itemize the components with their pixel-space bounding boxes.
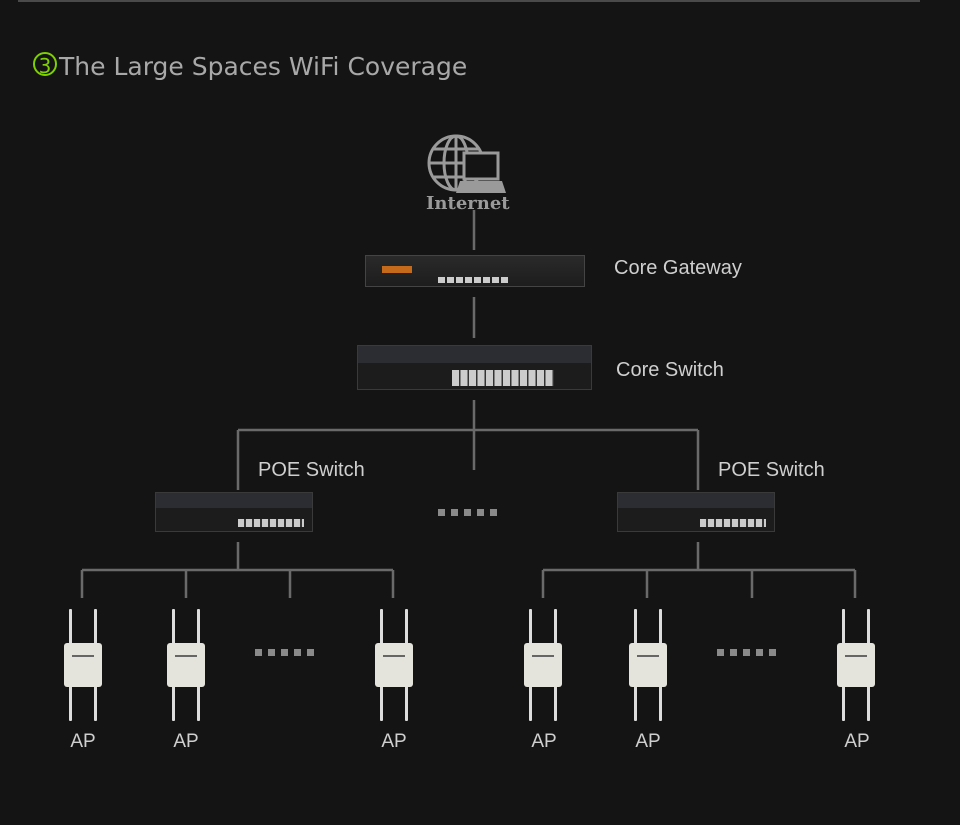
more-aps-ellipsis-right: [717, 649, 776, 656]
poe-switch-right-device: [617, 492, 775, 532]
top-divider: [18, 0, 920, 2]
core-switch-device: [357, 345, 592, 390]
core-switch-label: Core Switch: [616, 359, 724, 381]
ap-label: AP: [70, 731, 96, 752]
ap-label: AP: [635, 731, 661, 752]
core-gateway-label: Core Gateway: [614, 257, 742, 279]
access-point-device: [166, 609, 206, 721]
poe-switch-left-device: [155, 492, 313, 532]
poe-switch-right-label: POE Switch: [718, 459, 825, 481]
core-gateway-device: [365, 255, 585, 287]
ap-label: AP: [844, 731, 870, 752]
more-aps-ellipsis-left: [255, 649, 314, 656]
globe-laptop-icon: [427, 134, 506, 193]
access-point-device: [523, 609, 563, 721]
access-point-device: [374, 609, 414, 721]
internet-node: Internet: [426, 133, 510, 214]
access-point-device: [836, 609, 876, 721]
ap-label: AP: [531, 731, 557, 752]
step-number-badge: 3: [33, 52, 57, 78]
section-title-text: The Large Spaces WiFi Coverage: [59, 52, 468, 81]
access-point-device: [628, 609, 668, 721]
poe-switch-left-label: POE Switch: [258, 459, 365, 481]
access-point-device: [63, 609, 103, 721]
ap-label: AP: [173, 731, 199, 752]
ap-label: AP: [381, 731, 407, 752]
internet-label: Internet: [426, 193, 510, 214]
more-switches-ellipsis: [438, 509, 497, 516]
